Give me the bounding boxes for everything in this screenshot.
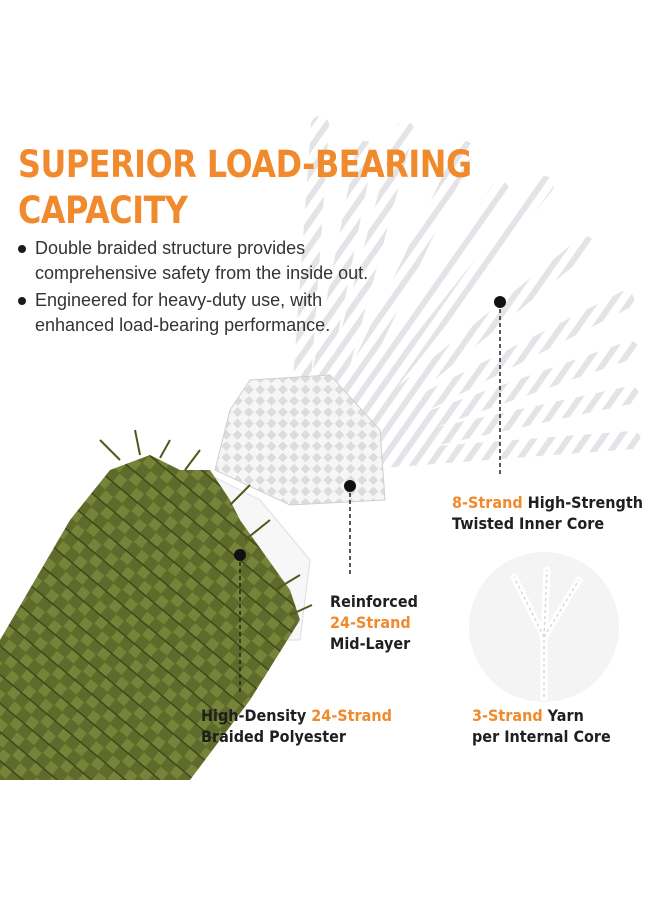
title-line-2: CAPACITY — [18, 189, 188, 232]
list-item: Double braided structure provides compre… — [18, 236, 418, 286]
outer-braid-fibers — [99, 429, 313, 616]
pointer-dots — [234, 296, 506, 561]
callout-text: per Internal Core — [472, 727, 611, 746]
callout-text: Reinforced — [330, 592, 418, 611]
callout-text: High-Strength — [522, 493, 643, 512]
callout-inner-core: 8-Strand High-Strength Twisted Inner Cor… — [452, 492, 643, 534]
bullet-text-line: Double braided structure provides — [35, 238, 306, 258]
page-title: SUPERIOR LOAD-BEARING CAPACITY — [18, 142, 472, 234]
pointer-leaders — [239, 302, 501, 695]
bullet-text-line: Engineered for heavy-duty use, with — [35, 290, 323, 310]
feature-list: Double braided structure provides compre… — [18, 236, 418, 340]
mid-layer-bundle — [214, 374, 386, 506]
callout-text: Yarn — [542, 706, 584, 725]
yarn-illustration — [510, 566, 583, 701]
callout-text: Twisted Inner Core — [452, 514, 605, 533]
callout-highlight: 24-Strand — [311, 706, 392, 725]
outer-braid — [0, 455, 300, 780]
bullet-text-line: comprehensive safety from the inside out… — [35, 263, 369, 283]
callout-highlight: 8-Strand — [452, 493, 523, 512]
title-line-1: SUPERIOR LOAD-BEARING — [18, 143, 472, 186]
callout-text: Braided Polyester — [201, 727, 346, 746]
list-item: Engineered for heavy-duty use, with enha… — [18, 288, 418, 338]
callout-outer-braid: High-Density 24-Strand Braided Polyester — [201, 705, 392, 747]
yarn-detail-inset — [469, 552, 619, 702]
callout-mid-layer: Reinforced 24-Strand Mid-Layer — [330, 591, 418, 654]
callout-highlight: 24-Strand — [330, 613, 411, 632]
bullet-text-line: enhanced load-bearing performance. — [35, 315, 331, 335]
callout-yarn: 3-Strand Yarn per Internal Core — [472, 705, 611, 747]
callout-text: Mid-Layer — [330, 634, 411, 653]
callout-text: High-Density — [201, 706, 312, 725]
callout-highlight: 3-Strand — [472, 706, 543, 725]
inner-core-strands — [291, 116, 641, 469]
